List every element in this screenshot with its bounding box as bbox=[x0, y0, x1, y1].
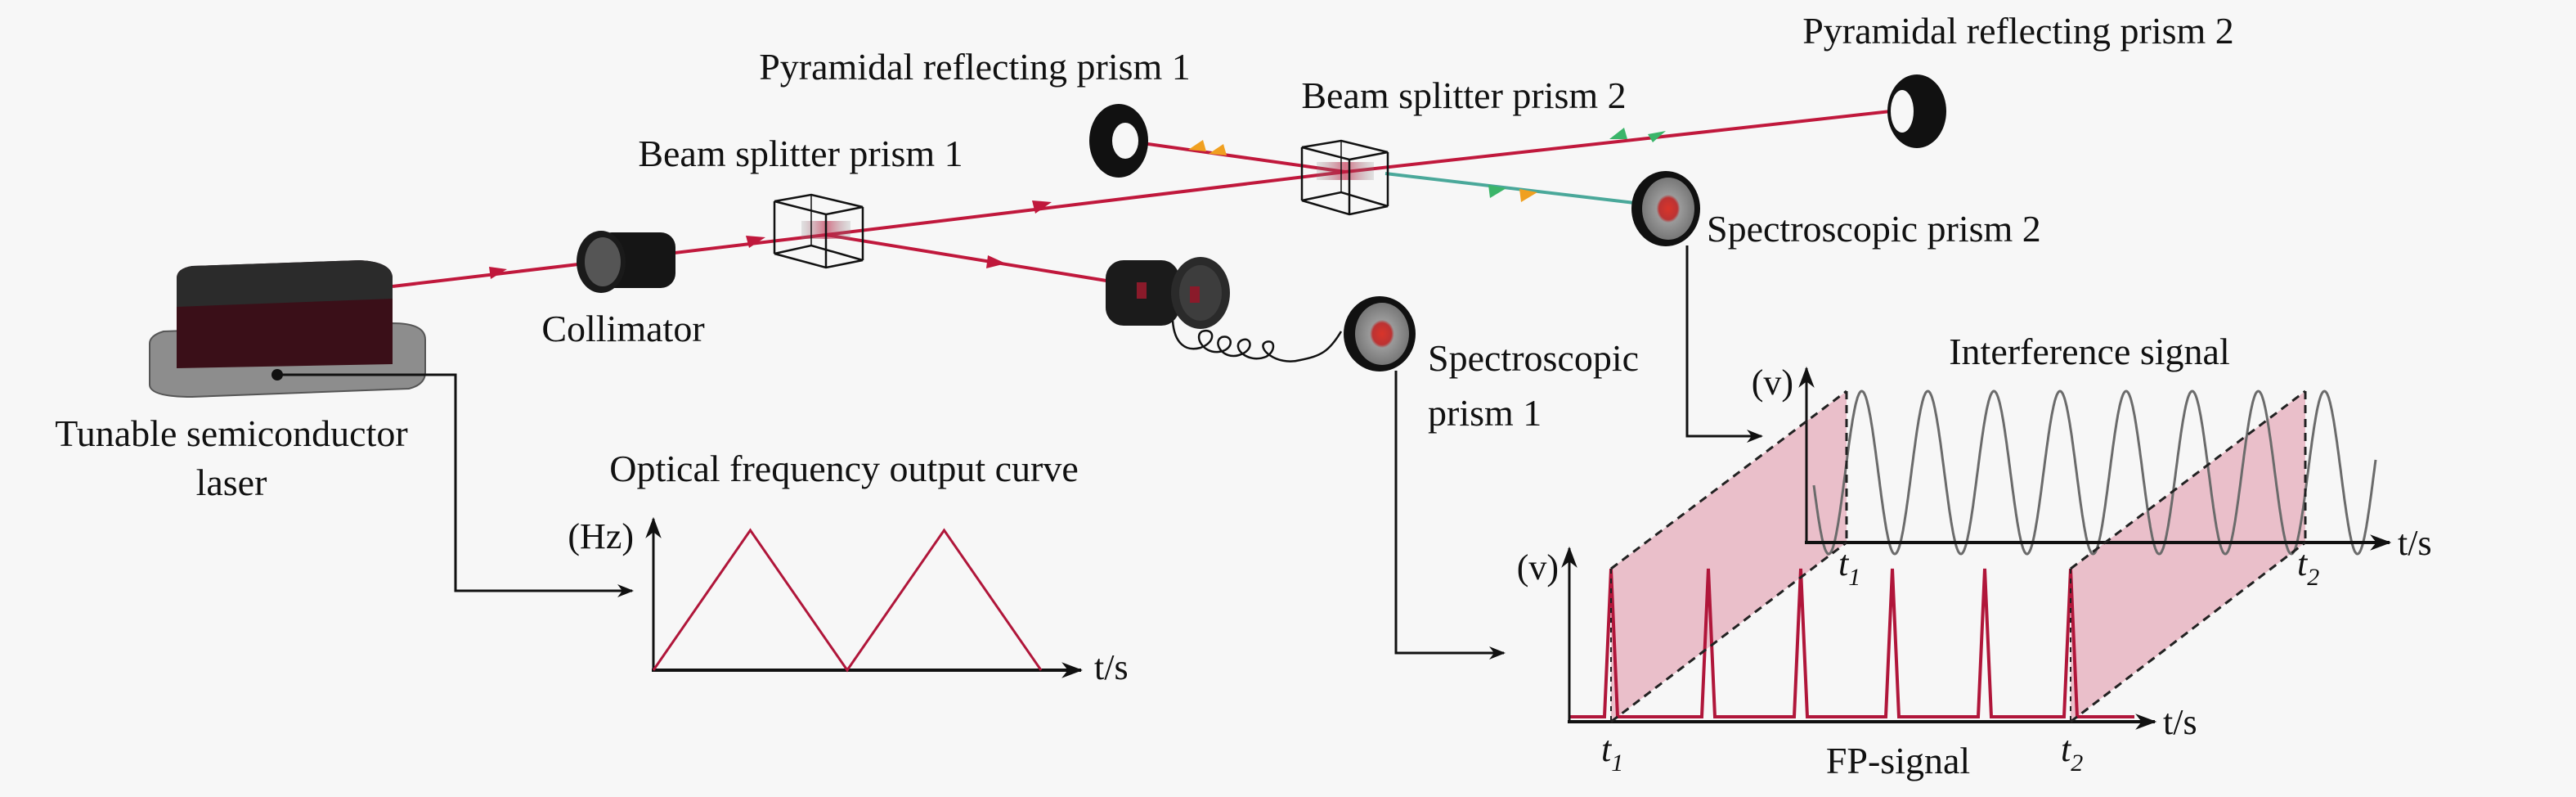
beam-arrow bbox=[1488, 185, 1506, 198]
dashed-mapping-line bbox=[2070, 389, 2306, 570]
dashed-mapping-line bbox=[2070, 541, 2306, 723]
beam-arrow bbox=[986, 255, 1006, 268]
x-tick-subscript: 1 bbox=[1848, 564, 1860, 591]
x-tick-subscript: 1 bbox=[1611, 750, 1623, 777]
dashed-mapping-line bbox=[1610, 541, 1847, 723]
beam-splitter-1-icon bbox=[773, 193, 864, 269]
label-spectroscopic-prism-1-line1: Spectroscopic bbox=[1428, 337, 1639, 379]
beam-paths bbox=[392, 109, 1899, 288]
spectroscopic-prism-1-icon bbox=[1344, 296, 1416, 371]
beam-arrow bbox=[1032, 200, 1052, 214]
pyramidal-prism-2-icon bbox=[1887, 74, 1946, 148]
y-axis-label: (v) bbox=[1517, 547, 1559, 588]
connector-sp1-to-fp bbox=[1394, 371, 1506, 660]
highlight-region-t2 bbox=[2071, 391, 2305, 722]
label-pyramidal-prism-1: Pyramidal reflecting prism 1 bbox=[759, 46, 1191, 88]
beam-arrow bbox=[489, 267, 507, 279]
highlight-region-t1 bbox=[1611, 391, 1847, 722]
x-tick-label: t2 bbox=[2061, 729, 2083, 777]
beam-arrow bbox=[746, 236, 765, 248]
fp-waveform bbox=[1569, 568, 2134, 718]
fiber-coil bbox=[1171, 320, 1343, 362]
label-spectroscopic-prism-2: Spectroscopic prism 2 bbox=[1707, 208, 2041, 250]
frequency-curve bbox=[652, 528, 1043, 673]
beam-arrow bbox=[1209, 144, 1227, 155]
label-collimator: Collimator bbox=[541, 308, 704, 349]
label-laser-line1: Tunable semiconductor bbox=[55, 412, 407, 454]
time-mapping-highlights bbox=[1611, 391, 2305, 722]
connector-sp2-to-interference bbox=[1685, 245, 1763, 443]
beam-bs2-to-sp2 bbox=[1384, 172, 1636, 205]
y-axis-label: (Hz) bbox=[568, 516, 634, 556]
label-beam-splitter-2: Beam splitter prism 2 bbox=[1301, 74, 1626, 116]
x-tick-label: t2 bbox=[2297, 543, 2319, 591]
beam-splitter-2-icon bbox=[1300, 139, 1389, 216]
chart-optical-frequency: Optical frequency output curve (Hz) t/s bbox=[568, 448, 1128, 687]
label-laser-line2: laser bbox=[196, 462, 267, 503]
beam-arrow bbox=[1519, 189, 1537, 202]
beam-bs1-to-coupler bbox=[825, 233, 1117, 284]
beam-arrow bbox=[1648, 131, 1666, 142]
x-tick-subscript: 2 bbox=[2071, 750, 2083, 777]
beam-bs2-to-prp1 bbox=[1124, 139, 1346, 173]
connector-laser-to-freq-chart bbox=[282, 373, 634, 597]
x-axis-label: t/s bbox=[1094, 647, 1129, 687]
x-tick-subscript: 2 bbox=[2307, 564, 2319, 591]
x-axis-label: t/s bbox=[2163, 702, 2197, 742]
spectroscopic-prism-2-icon bbox=[1631, 171, 1700, 246]
x-axis-label: t/s bbox=[2398, 523, 2432, 563]
fiber-coupler-icon bbox=[1106, 257, 1230, 329]
chart-title: Optical frequency output curve bbox=[609, 448, 1079, 489]
x-tick-label: t1 bbox=[1838, 543, 1860, 591]
label-pyramidal-prism-2: Pyramidal reflecting prism 2 bbox=[1802, 10, 2234, 52]
beam-bs2-to-prp2 bbox=[1344, 109, 1899, 173]
collimator-icon bbox=[577, 231, 675, 293]
dashed-mapping-lines bbox=[1610, 389, 2307, 723]
label-beam-splitter-1: Beam splitter prism 1 bbox=[638, 133, 963, 174]
laser-icon bbox=[149, 260, 426, 398]
interference-waveform bbox=[1812, 389, 2377, 556]
chart-title: Interference signal bbox=[1949, 331, 2230, 372]
beam-arrow bbox=[1188, 140, 1206, 151]
label-spectroscopic-prism-1-line2: prism 1 bbox=[1428, 392, 1542, 434]
chart-interference-signal: Interference signal (v) t/s t1 t2 bbox=[1752, 331, 2432, 591]
chart-fp-signal: FP-signal (v) t/s t1 t2 bbox=[1517, 546, 2197, 781]
beam-arrow bbox=[1609, 128, 1627, 139]
y-axis-label: (v) bbox=[1752, 362, 1793, 403]
beam-bs1-to-bs2 bbox=[825, 170, 1346, 236]
dashed-mapping-line bbox=[1610, 389, 1847, 570]
chart-title: FP-signal bbox=[1826, 740, 1970, 781]
pyramidal-prism-1-icon bbox=[1089, 104, 1148, 178]
x-tick-label: t1 bbox=[1601, 729, 1623, 777]
